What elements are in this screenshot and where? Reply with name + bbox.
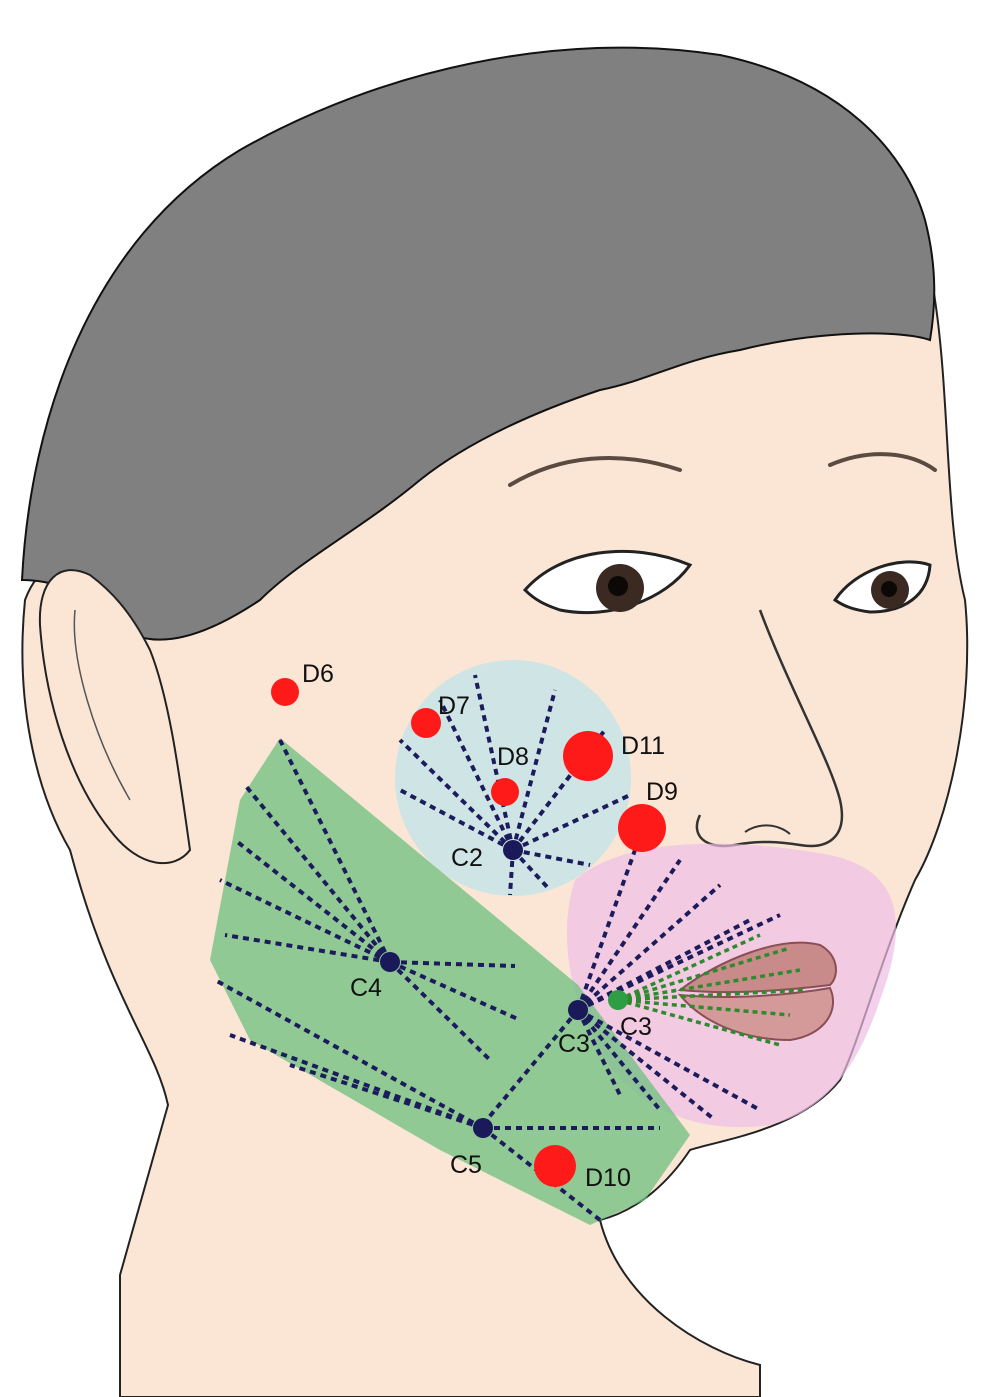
left-pupil xyxy=(608,576,628,596)
cheek-zone xyxy=(395,660,631,896)
lower-lip xyxy=(677,986,835,1042)
left-eyebrow xyxy=(508,456,682,487)
center-c5-dot xyxy=(473,1118,493,1138)
marker-d6-label: D6 xyxy=(302,660,334,688)
center-c2-label: C2 xyxy=(451,844,483,872)
marker-d11-dot xyxy=(563,731,613,781)
fan-lines-c5 xyxy=(214,978,660,1222)
ear-inner xyxy=(73,609,131,801)
center-c4-label: C4 xyxy=(350,974,382,1002)
fan-lines-c4 xyxy=(219,739,521,1062)
center-c3-green-label: C3 xyxy=(620,1013,652,1041)
marker-d8-dot xyxy=(491,778,519,806)
center-c3-dot xyxy=(568,1000,588,1020)
marker-d10-dot xyxy=(534,1145,576,1187)
jaw-zone xyxy=(210,738,690,1225)
marker-d10-label: D10 xyxy=(585,1164,631,1192)
marker-d11-label: D11 xyxy=(621,732,665,760)
fan-lines-c3-green xyxy=(617,933,806,1047)
marker-d6-dot xyxy=(271,678,299,706)
center-c5-label: C5 xyxy=(450,1151,482,1179)
ear xyxy=(38,569,192,864)
center-c2-dot xyxy=(503,840,523,860)
marker-d9-dot xyxy=(618,804,666,852)
marker-d7-label: D7 xyxy=(438,692,470,720)
nostril xyxy=(744,824,791,835)
marker-d8-label: D8 xyxy=(497,743,529,771)
marker-d7-dot xyxy=(411,708,441,738)
center-c3-green-dot xyxy=(608,990,628,1010)
marker-d9-label: D9 xyxy=(646,778,678,806)
hair-cap xyxy=(20,46,936,641)
center-c3-label: C3 xyxy=(558,1030,590,1058)
right-eyebrow xyxy=(828,452,937,472)
right-pupil xyxy=(881,581,897,597)
center-c4-dot xyxy=(380,952,400,972)
